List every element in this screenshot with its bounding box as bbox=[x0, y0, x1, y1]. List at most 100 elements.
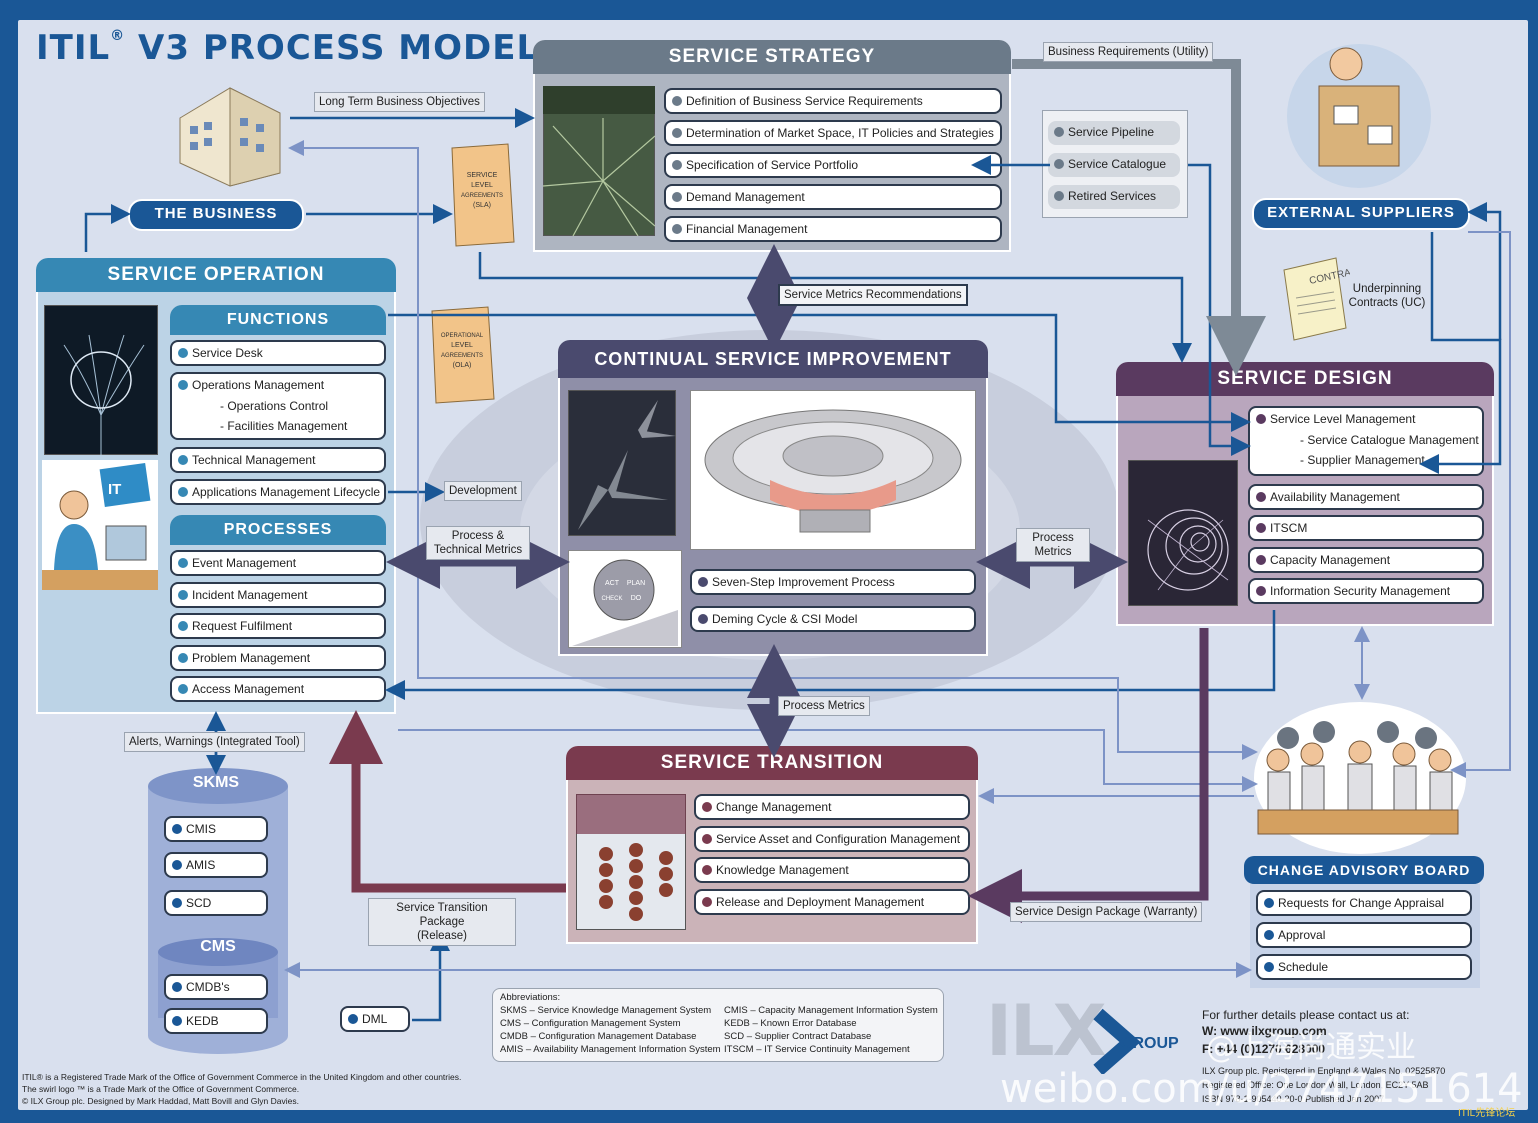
weibo-watermark-url: weibo.com/u/2747151614 bbox=[1000, 1066, 1523, 1112]
bullet-icon bbox=[178, 684, 188, 694]
contract-document-icon: CONTRACT bbox=[1283, 257, 1350, 341]
bullet-icon bbox=[1256, 523, 1266, 533]
deming-wheel-image: ACT PLAN CHECK DO bbox=[572, 559, 678, 646]
registered-office: Registered Office: One London Wall, Lond… bbox=[1202, 1080, 1429, 1090]
bullet-icon bbox=[178, 590, 188, 600]
portfolio-item[interactable]: Service Catalogue bbox=[1048, 153, 1180, 177]
contact-line: For further details please contact us at… bbox=[1202, 1008, 1410, 1022]
design-item[interactable]: Information Security Management bbox=[1248, 578, 1484, 604]
operation-business-arrow bbox=[288, 140, 419, 258]
transition-item[interactable]: Service Asset and Configuration Manageme… bbox=[694, 826, 970, 852]
footer-note: The swirl logo ™ is a Trade Mark of the … bbox=[22, 1084, 300, 1094]
business-link-arrow bbox=[84, 204, 131, 252]
process-item[interactable]: Request Fulfilment bbox=[170, 613, 386, 639]
service-design-package-arrow bbox=[968, 628, 1209, 923]
service-desk-agent-illustration: IT bbox=[42, 460, 158, 590]
bullet-icon bbox=[1256, 586, 1266, 596]
abbreviations-title: Abbreviations: bbox=[500, 992, 561, 1003]
abbreviation-left: CMDB – Configuration Management Database bbox=[500, 1031, 697, 1042]
abbreviations-box bbox=[492, 988, 944, 1062]
skms-item[interactable]: AMIS bbox=[164, 852, 268, 878]
bullet-icon bbox=[1256, 414, 1266, 424]
function-item[interactable]: Service Desk bbox=[170, 340, 386, 366]
transition-item[interactable]: Knowledge Management bbox=[694, 857, 970, 883]
skms-item[interactable]: CMIS bbox=[164, 816, 268, 842]
cab-header: CHANGE ADVISORY BOARD bbox=[1244, 856, 1484, 884]
cab-item[interactable]: Requests for Change Appraisal bbox=[1256, 890, 1472, 916]
skms-header: SKMS bbox=[192, 774, 240, 791]
catalogue-design-arrow bbox=[1188, 163, 1251, 456]
transition-item[interactable]: Change Management bbox=[694, 794, 970, 820]
svg-text:(OLA): (OLA) bbox=[453, 362, 472, 369]
svg-text:SERVICE: SERVICE bbox=[467, 172, 498, 179]
svg-text:AGREEMENTS: AGREEMENTS bbox=[441, 353, 483, 359]
business-requirements-arrow bbox=[1012, 59, 1266, 376]
portfolio-item[interactable]: Service Pipeline bbox=[1048, 121, 1180, 145]
process-item[interactable]: Event Management bbox=[170, 550, 386, 576]
svg-text:CHECK: CHECK bbox=[601, 596, 622, 602]
sla-document-icon: SERVICE LEVEL AGREEMENTS (SLA) bbox=[451, 143, 515, 247]
design-item[interactable]: Capacity Management bbox=[1248, 547, 1484, 573]
bullet-icon bbox=[178, 558, 188, 568]
strategy-item[interactable]: Specification of Service Portfolio bbox=[664, 152, 1002, 178]
process-item[interactable]: Access Management bbox=[170, 676, 386, 702]
function-item[interactable]: Operations Management - Operations Contr… bbox=[170, 372, 386, 440]
bullet-icon bbox=[178, 621, 188, 631]
svg-text:LEVEL: LEVEL bbox=[451, 342, 473, 349]
csi-item[interactable]: Deming Cycle & CSI Model bbox=[690, 606, 976, 632]
bullet-icon bbox=[178, 455, 188, 465]
svg-text:(SLA): (SLA) bbox=[473, 202, 491, 209]
footer-note: © ILX Group plc. Designed by Mark Haddad… bbox=[22, 1096, 299, 1106]
cms-item[interactable]: CMDB's bbox=[164, 974, 268, 1000]
svg-text:DO: DO bbox=[631, 595, 642, 602]
process-item[interactable]: Problem Management bbox=[170, 645, 386, 671]
weibo-watermark-name: @上海尚通实业 bbox=[1206, 1030, 1416, 1065]
bullet-icon bbox=[672, 128, 682, 138]
bullet-icon bbox=[1256, 555, 1266, 565]
page-title: ITIL® V3 PROCESS MODEL bbox=[36, 28, 540, 68]
bullet-icon bbox=[698, 577, 708, 587]
transition-item[interactable]: Release and Deployment Management bbox=[694, 889, 970, 915]
bullet-icon bbox=[172, 982, 182, 992]
transition-cab-arrow bbox=[398, 729, 1258, 792]
bullet-icon bbox=[702, 865, 712, 875]
design-item[interactable]: Availability Management bbox=[1248, 484, 1484, 510]
bullet-icon bbox=[672, 160, 682, 170]
strategy-item[interactable]: Determination of Market Space, IT Polici… bbox=[664, 120, 1002, 146]
supplier-management-arrow bbox=[1419, 232, 1502, 474]
design-item[interactable]: ITSCM bbox=[1248, 515, 1484, 541]
abbreviation-right: KEDB – Known Error Database bbox=[724, 1018, 857, 1029]
business-requirements-label: Business Requirements (Utility) bbox=[1043, 42, 1214, 62]
bullet-icon bbox=[1054, 127, 1064, 137]
function-item[interactable]: Applications Management Lifecycle bbox=[170, 479, 386, 505]
cms-header: CMS bbox=[200, 938, 236, 955]
cab-item[interactable]: Schedule bbox=[1256, 954, 1472, 980]
dml-item[interactable]: DML bbox=[340, 1006, 410, 1032]
portfolio-item[interactable]: Retired Services bbox=[1048, 185, 1180, 209]
supplier-illustration bbox=[1287, 44, 1431, 188]
strategy-item[interactable]: Definition of Business Service Requireme… bbox=[664, 88, 1002, 114]
long-term-objectives-label: Long Term Business Objectives bbox=[314, 92, 485, 112]
service-transition-package-arrow bbox=[329, 710, 566, 893]
skms-item[interactable]: SCD bbox=[164, 890, 268, 916]
csi-item[interactable]: Seven-Step Improvement Process bbox=[690, 569, 976, 595]
service-design-book-cover bbox=[1128, 460, 1238, 606]
bullet-icon bbox=[1054, 191, 1064, 201]
process-item[interactable]: Incident Management bbox=[170, 582, 386, 608]
development-label: Development bbox=[444, 481, 522, 501]
strategy-item[interactable]: Financial Management bbox=[664, 216, 1002, 242]
bullet-icon bbox=[178, 380, 188, 390]
cab-item[interactable]: Approval bbox=[1256, 922, 1472, 948]
cms-item[interactable]: KEDB bbox=[164, 1008, 268, 1034]
lifecycle-ring-image bbox=[704, 409, 962, 533]
abbreviation-right: SCD – Supplier Contract Database bbox=[724, 1031, 872, 1042]
ola-document-icon: OPERATIONAL LEVEL AGREEMENTS (OLA) bbox=[431, 306, 495, 404]
contact-web: W: www.ilxgroup.com bbox=[1202, 1024, 1327, 1038]
strategy-item[interactable]: Demand Management bbox=[664, 184, 1002, 210]
ilx-logo: ILX bbox=[986, 990, 1107, 1072]
function-item[interactable]: Technical Management bbox=[170, 447, 386, 473]
bullet-icon bbox=[172, 860, 182, 870]
